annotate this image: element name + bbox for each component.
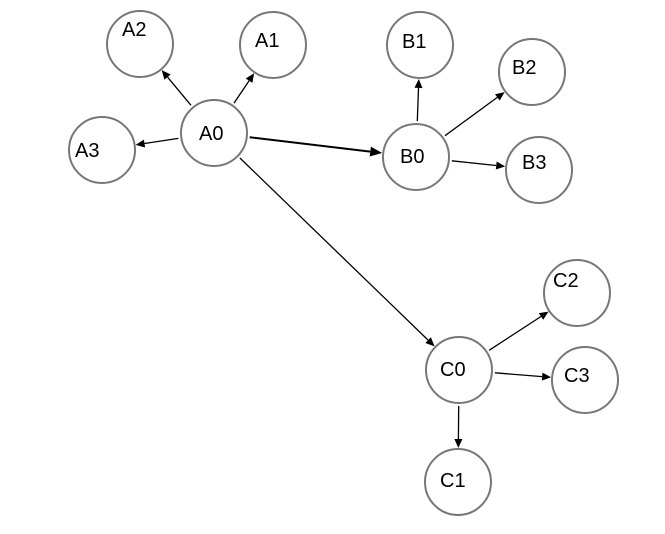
- edge-C0-C2: [488, 311, 549, 351]
- node-C2: C2: [543, 259, 611, 327]
- node-B3: B3: [505, 136, 573, 204]
- edge-B0-B2: [444, 92, 505, 137]
- arrowhead-B0-B1: [414, 79, 423, 89]
- node-B2-circle: [498, 38, 566, 106]
- node-C3-circle: [551, 346, 619, 414]
- edge-A0-A2: [161, 70, 192, 106]
- edge-line-C0-C2: [488, 315, 542, 351]
- node-C0: C0: [425, 336, 493, 404]
- arrowhead-C0-C2: [538, 311, 549, 320]
- edge-line-A0-A1: [233, 80, 250, 104]
- node-A3-label: A3: [75, 140, 99, 162]
- edge-C0-C1: [454, 405, 463, 448]
- node-C1: C1: [424, 448, 492, 516]
- arrowhead-C0-C1: [454, 439, 463, 448]
- node-A0-label: A0: [199, 123, 223, 145]
- edge-line-B0-B1: [416, 87, 420, 122]
- node-C1-circle: [424, 448, 492, 516]
- node-B2-label: B2: [512, 57, 536, 79]
- node-C1-label: C1: [440, 470, 466, 492]
- node-A1-circle: [239, 11, 307, 79]
- node-A1-label: A1: [255, 30, 279, 52]
- node-C3-label: C3: [564, 365, 590, 387]
- edge-A0-A1: [233, 73, 255, 104]
- edge-line-A0-A2: [167, 76, 192, 106]
- node-C3: C3: [551, 346, 619, 414]
- edges-layer: [135, 70, 552, 448]
- edge-A0-B0: [249, 136, 383, 157]
- edge-line-C0-C3: [494, 372, 543, 378]
- arrowhead-A0-C0: [425, 337, 435, 347]
- arrowhead-B0-B2: [495, 92, 505, 101]
- arrowhead-A0-A3: [135, 139, 146, 148]
- arrowhead-B0-B3: [495, 161, 506, 170]
- arrowhead-A0-B0: [369, 146, 383, 157]
- node-A2-label: A2: [122, 19, 146, 41]
- node-B3-circle: [505, 136, 573, 204]
- node-C0-circle: [425, 336, 493, 404]
- edge-line-B0-B2: [444, 96, 498, 137]
- arrowhead-A0-A2: [161, 70, 171, 80]
- edge-line-A0-B0: [249, 136, 371, 153]
- node-B1-label: B1: [402, 31, 426, 53]
- edge-A0-C0: [239, 157, 435, 347]
- node-C2-circle: [543, 259, 611, 327]
- node-A3: A3: [68, 116, 136, 184]
- edge-line-A0-A3: [144, 137, 179, 145]
- node-A0: A0: [180, 99, 248, 167]
- edge-A0-A3: [135, 137, 179, 148]
- arrowhead-A0-A1: [245, 73, 255, 83]
- edge-B0-B1: [414, 79, 423, 122]
- node-B3-label: B3: [522, 152, 546, 174]
- node-B0-label: B0: [400, 146, 424, 168]
- node-A2-circle: [106, 10, 174, 78]
- node-A1: A1: [239, 11, 307, 79]
- edge-line-B0-B3: [451, 160, 497, 167]
- edge-C0-C3: [494, 372, 552, 381]
- node-C2-label: C2: [553, 270, 579, 292]
- node-B1: B1: [386, 11, 454, 79]
- arrowhead-C0-C3: [541, 372, 552, 381]
- edge-line-A0-C0: [239, 157, 429, 341]
- node-B1-circle: [386, 11, 454, 79]
- edge-B0-B3: [451, 160, 506, 170]
- node-B0: B0: [382, 123, 450, 191]
- node-A3-circle: [68, 116, 136, 184]
- node-A2: A2: [106, 10, 174, 78]
- node-A0-circle: [180, 99, 248, 167]
- node-B2: B2: [498, 38, 566, 106]
- node-C0-label: C0: [440, 359, 466, 381]
- node-B0-circle: [382, 123, 450, 191]
